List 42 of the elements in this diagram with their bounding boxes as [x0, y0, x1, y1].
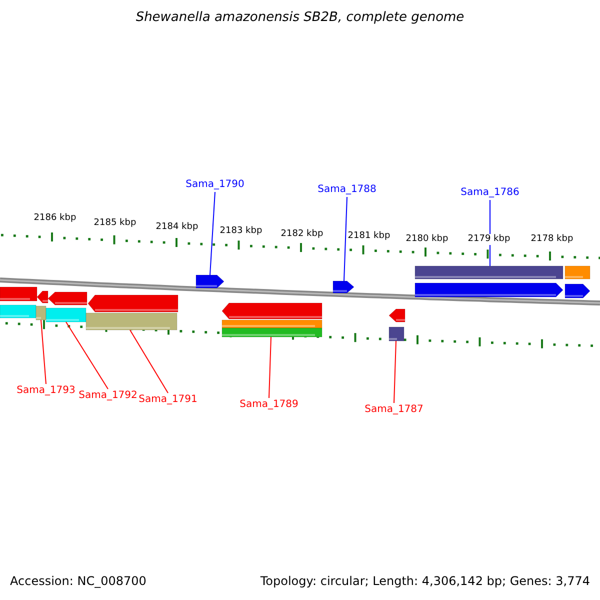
gene-label: Sama_1789: [240, 398, 298, 412]
leader-line: [130, 330, 168, 394]
gene-label: Sama_1793: [16, 384, 76, 398]
gene-block: [388, 308, 406, 322]
accession-text: Accession: NC_008700: [10, 574, 146, 588]
gene-block: [332, 280, 354, 294]
title: Shewanella amazonensis SB2B, complete genome: [134, 10, 466, 25]
gene-bar: [388, 326, 404, 342]
gene-label: Sama_1790: [186, 178, 244, 192]
gene-bar: [414, 266, 564, 280]
gene-bar: [222, 320, 322, 328]
gene-block: [564, 284, 590, 298]
gene-label: Sama_1787: [364, 403, 424, 417]
leader-line: [394, 340, 396, 404]
scale-label: 2179 kbp: [468, 234, 510, 245]
scale-label: 2184 kbp: [156, 222, 198, 233]
gene-bar: [564, 266, 590, 280]
gene-label: Sama_1786: [460, 186, 520, 200]
leader-line: [66, 322, 108, 390]
gene-bar: [86, 312, 178, 330]
gene-block: [196, 274, 224, 288]
gene-bar: [46, 308, 86, 322]
gene-bar: [222, 328, 322, 338]
gene-bar: [0, 304, 36, 318]
gene-bar: [36, 306, 46, 320]
gene-block: [222, 302, 322, 320]
leader-line: [344, 196, 348, 282]
scale-label: 2185 kbp: [94, 218, 136, 229]
gene-block: [36, 290, 48, 304]
scale-label: 2180 kbp: [406, 234, 448, 245]
scale-label: 2183 kbp: [220, 226, 262, 237]
scale-label: 2182 kbp: [280, 229, 324, 240]
gene-label: Sama_1791: [138, 393, 198, 407]
scale-label: 2181 kbp: [348, 231, 390, 242]
gene-label: Sama_1788: [318, 183, 376, 197]
leader-line: [210, 192, 216, 276]
scale-label: 2186 kbp: [34, 213, 76, 224]
leader-line: [40, 320, 46, 384]
genome-info-text: Topology: circular; Length: 4,306,142 bp; Genes: 3,774: [260, 574, 590, 588]
scale-label: 2178 kbp: [530, 234, 574, 245]
leader-line: [268, 336, 272, 398]
gene-label: Sama_1792: [78, 389, 138, 403]
